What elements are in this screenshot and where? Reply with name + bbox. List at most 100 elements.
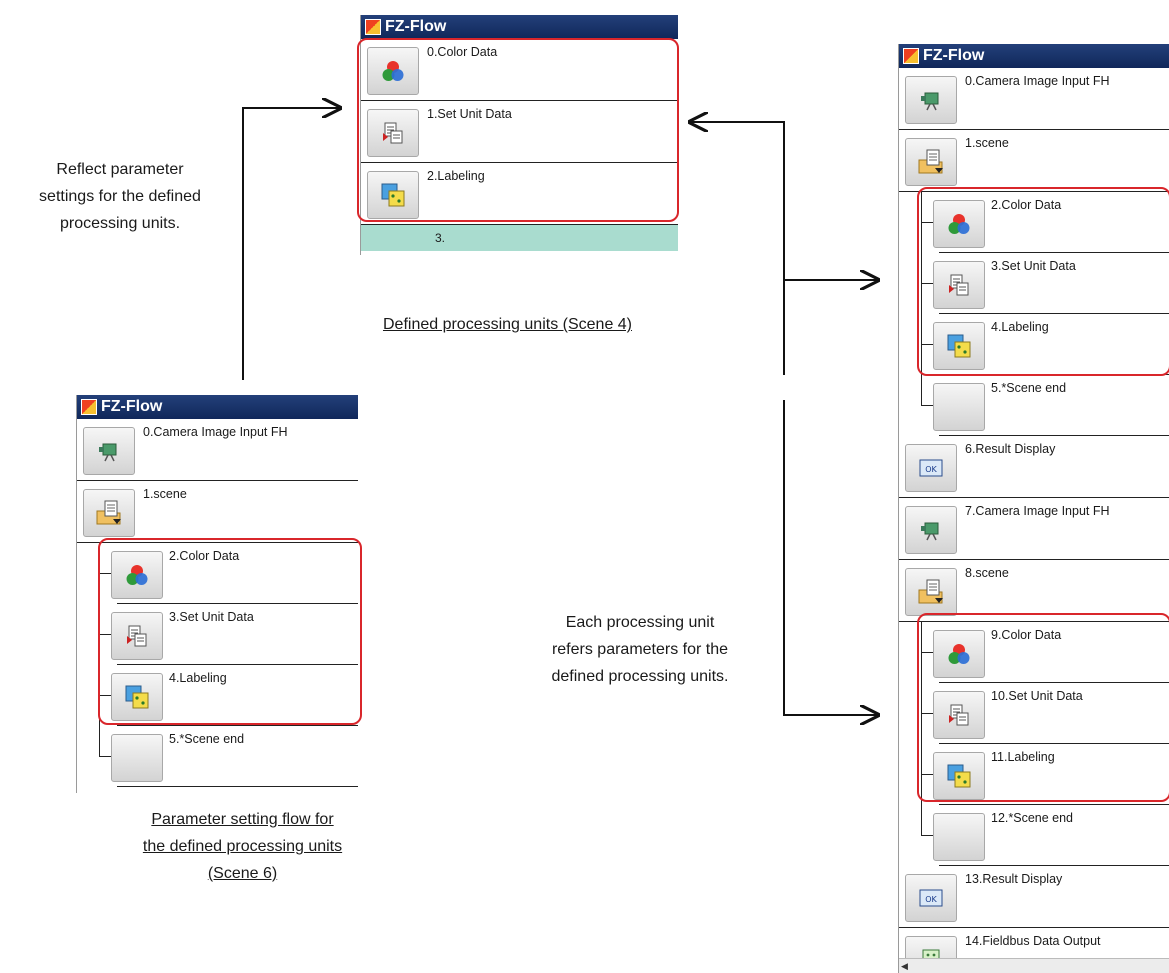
refer-note: Each processing unit refers parameters f…: [500, 609, 780, 690]
unit-list: 0.Color Data 1.Set Unit Data 2.Labeling: [361, 39, 678, 225]
flow-unit-row[interactable]: 0.Camera Image Input FH: [899, 68, 1169, 130]
flow-unit-row[interactable]: 8.scene: [899, 560, 1169, 622]
flow-unit-row[interactable]: 12.*Scene end: [899, 804, 1169, 866]
flow-unit-row[interactable]: 2.Color Data: [77, 542, 358, 604]
color-data-icon: [946, 641, 972, 667]
unit-button[interactable]: [933, 630, 985, 678]
scene-folder-icon: [96, 500, 122, 526]
flow-unit-row[interactable]: OK 13.Result Display: [899, 866, 1169, 928]
caption-line: (Scene 6): [207, 865, 278, 882]
unit-label: 3.Set Unit Data: [991, 259, 1076, 273]
scene4-caption: Defined processing units (Scene 4): [382, 316, 633, 333]
unit-label: 0.Color Data: [427, 45, 498, 59]
unit-label: 5.*Scene end: [169, 732, 245, 746]
title-bar: FZ-Flow: [899, 44, 1169, 68]
unit-label: 8.scene: [965, 566, 1009, 580]
scene6-highlight-box: [98, 538, 362, 725]
flow-unit-row[interactable]: 5.*Scene end: [899, 374, 1169, 436]
flow-unit-row[interactable]: 2.Labeling: [361, 163, 678, 225]
title-bar: FZ-Flow: [77, 395, 358, 419]
flow-unit-row[interactable]: 0.Camera Image Input FH: [77, 419, 358, 481]
scene4-highlight-box: [357, 38, 679, 222]
unit-button[interactable]: [905, 138, 957, 186]
unit-label: 4.Labeling: [169, 671, 227, 685]
tree-connector-line: [99, 634, 111, 635]
unit-label: 2.Color Data: [991, 198, 1062, 212]
svg-text:OK: OK: [925, 895, 937, 904]
unit-button[interactable]: OK: [905, 874, 957, 922]
unit-label: 0.Camera Image Input FH: [143, 425, 288, 439]
svg-text:OK: OK: [925, 465, 937, 474]
unit-button[interactable]: [83, 427, 135, 475]
scene-folder-icon: [918, 149, 944, 175]
unit-label: 6.Result Display: [965, 442, 1056, 456]
tree-connector-line: [921, 222, 933, 223]
unit-button[interactable]: [111, 673, 163, 721]
flow-unit-row[interactable]: 7.Camera Image Input FH: [899, 498, 1169, 560]
flow-unit-row[interactable]: 0.Color Data: [361, 39, 678, 101]
flow-unit-row[interactable]: 1.Set Unit Data: [361, 101, 678, 163]
unit-label: 13.Result Display: [965, 872, 1063, 886]
unit-button[interactable]: [111, 612, 163, 660]
camera-icon: [918, 87, 944, 113]
unit-button[interactable]: [367, 47, 419, 95]
unit-list: 0.Camera Image Input FH 1.scene 2.Color Da…: [899, 68, 1169, 973]
flow-unit-row[interactable]: 1.scene: [899, 130, 1169, 192]
flow-unit-row[interactable]: 2.Color Data: [899, 191, 1169, 253]
unit-label: 5.*Scene end: [991, 381, 1067, 395]
unit-button[interactable]: [933, 691, 985, 739]
scene-folder-icon: [918, 579, 944, 605]
tree-connector-line: [921, 835, 933, 836]
flow-unit-row[interactable]: 4.Labeling: [77, 664, 358, 726]
flow-unit-row[interactable]: 5.*Scene end: [77, 725, 358, 787]
set-unit-data-icon: [946, 272, 972, 298]
unit-label: 2.Color Data: [169, 549, 240, 563]
note-line: Each processing unit: [565, 614, 715, 631]
unit-button[interactable]: [905, 76, 957, 124]
color-data-icon: [380, 58, 406, 84]
blank-icon: [124, 745, 150, 771]
unit-button[interactable]: [933, 322, 985, 370]
tree-connector-line: [921, 774, 933, 775]
tree-connector-line: [921, 374, 922, 406]
unit-label: 1.scene: [143, 487, 187, 501]
note-line: defined processing units.: [551, 668, 729, 685]
unit-button[interactable]: [933, 383, 985, 431]
tree-connector-line: [921, 713, 933, 714]
ok-display-icon: OK: [918, 455, 944, 481]
color-data-icon: [946, 211, 972, 237]
flow-unit-row[interactable]: 1.scene: [77, 481, 358, 543]
flow-unit-row[interactable]: 11.Labeling: [899, 743, 1169, 805]
unit-button[interactable]: [905, 506, 957, 554]
unit-label: 0.Camera Image Input FH: [965, 74, 1110, 88]
unit-button[interactable]: [83, 489, 135, 537]
unit-button[interactable]: [111, 734, 163, 782]
flow-unit-row[interactable]: 3.Set Unit Data: [899, 252, 1169, 314]
flow-unit-row[interactable]: 9.Color Data: [899, 621, 1169, 683]
unit-button[interactable]: [933, 813, 985, 861]
unit-button[interactable]: [367, 171, 419, 219]
note-line: settings for the defined: [39, 188, 201, 205]
first-group-highlight-box: [917, 187, 1169, 376]
tree-connector-line: [99, 756, 111, 757]
window-title: FZ-Flow: [101, 398, 163, 415]
empty-unit-slot[interactable]: 3.: [361, 225, 678, 251]
unit-button[interactable]: [111, 551, 163, 599]
labeling-icon: [380, 182, 406, 208]
flow-unit-row[interactable]: OK 6.Result Display: [899, 436, 1169, 498]
unit-button[interactable]: [933, 200, 985, 248]
unit-label: 7.Camera Image Input FH: [965, 504, 1110, 518]
horizontal-scrollbar[interactable]: ◀: [899, 958, 1169, 973]
note-line: Reflect parameter: [56, 161, 184, 178]
unit-button[interactable]: OK: [905, 444, 957, 492]
flow-unit-row[interactable]: 3.Set Unit Data: [77, 603, 358, 665]
scroll-left-icon[interactable]: ◀: [901, 961, 908, 971]
app-icon: [365, 19, 381, 35]
unit-label: 14.Fieldbus Data Output: [965, 934, 1101, 948]
unit-button[interactable]: [367, 109, 419, 157]
flow-unit-row[interactable]: 10.Set Unit Data: [899, 682, 1169, 744]
unit-button[interactable]: [933, 261, 985, 309]
unit-label: 1.Set Unit Data: [427, 107, 512, 121]
unit-button[interactable]: [905, 568, 957, 616]
unit-button[interactable]: [933, 752, 985, 800]
